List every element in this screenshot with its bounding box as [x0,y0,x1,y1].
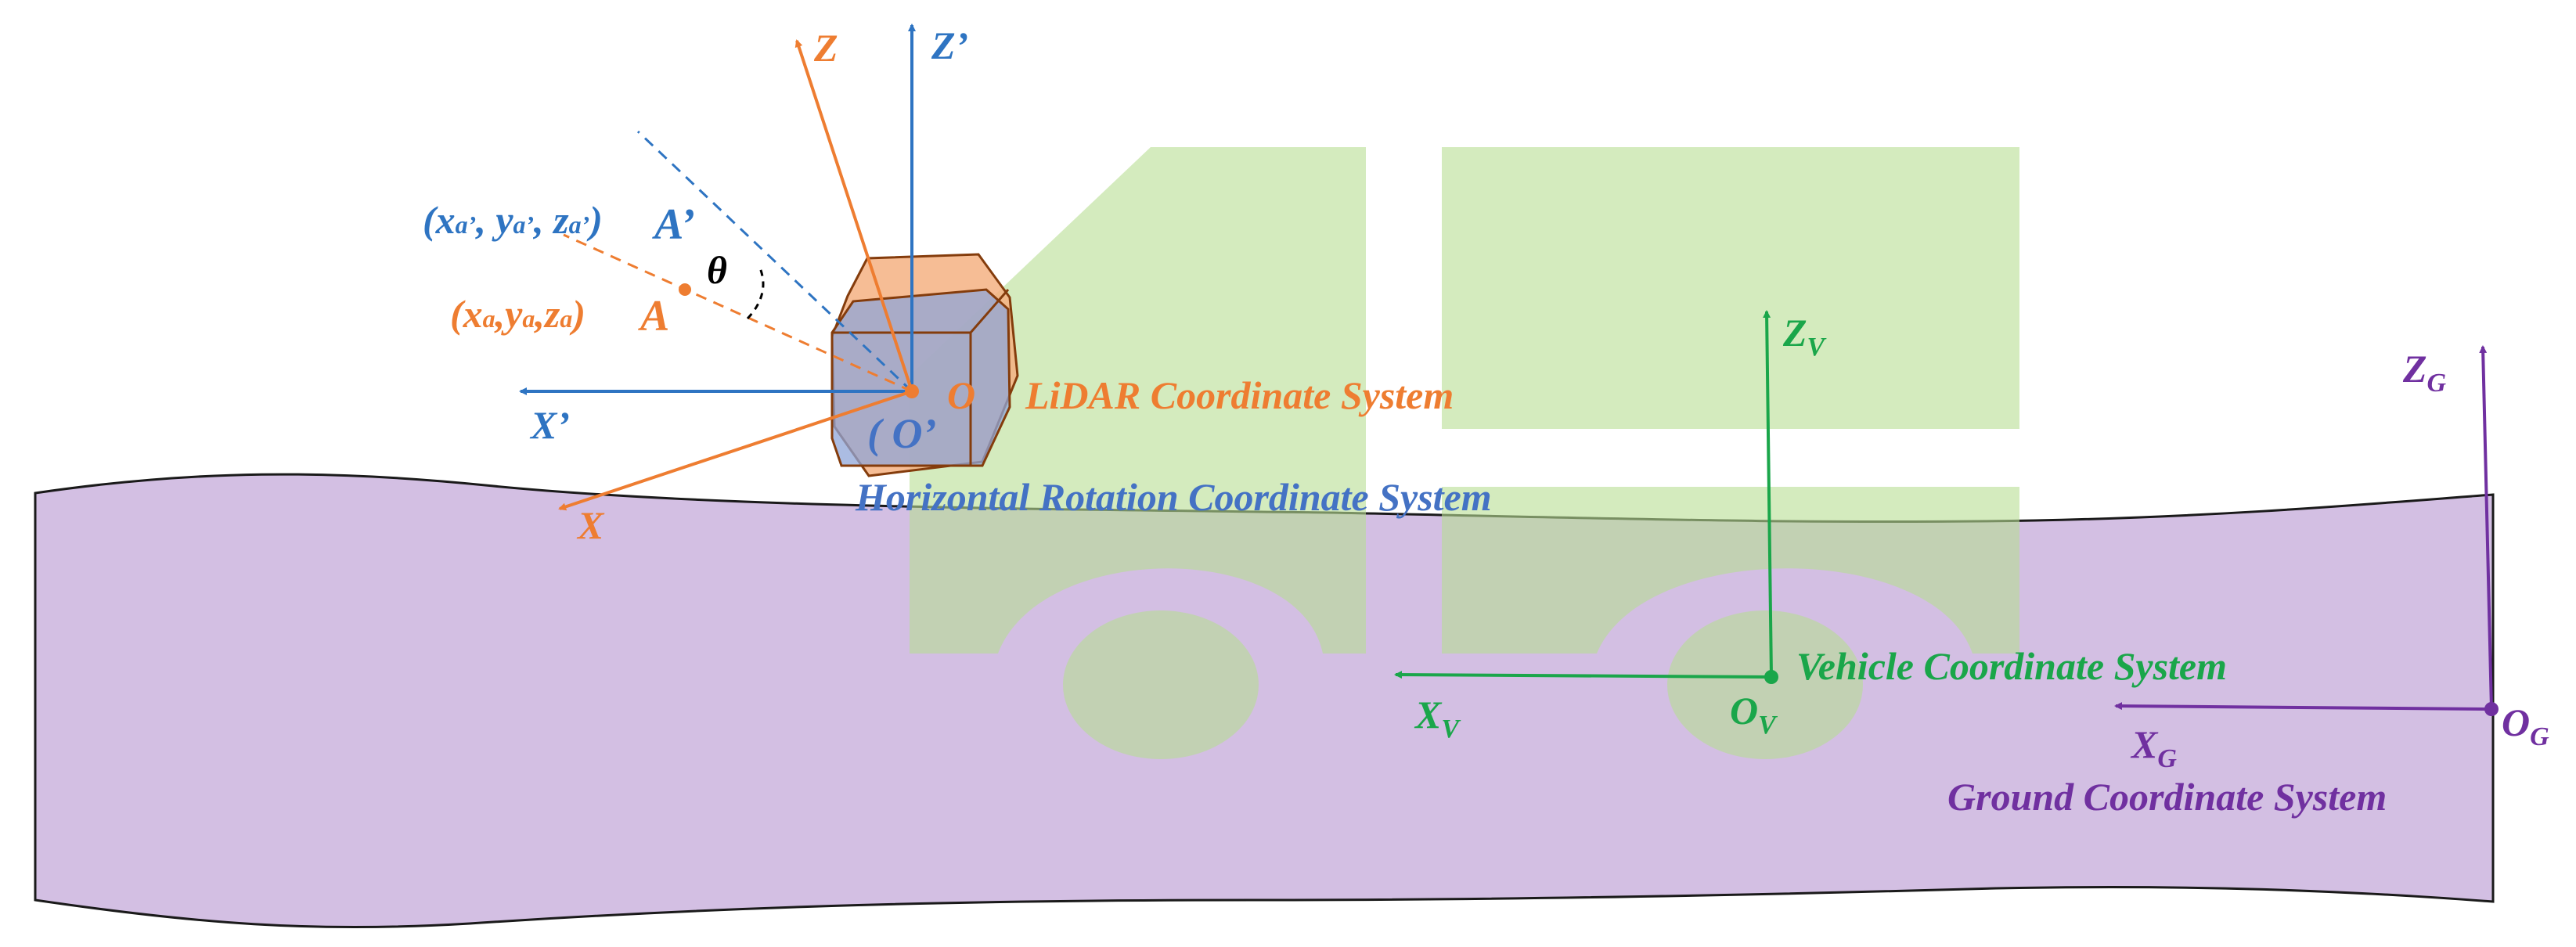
ground-origin-marker [2484,702,2499,716]
rotation-a-ray [636,130,913,393]
lidar-x-axis [558,390,913,511]
vehicle-window-panel [1442,147,2019,429]
point-a-coordinates: (xa,ya,za) [450,292,585,336]
ground-x-axis [2114,702,2492,711]
vehicle-silhouette [910,147,2019,759]
vehicle-origin-marker [1764,670,1778,684]
point-a-prime-label: A’ [652,200,695,249]
vehicle-front-wheel [1063,610,1259,759]
ground-origin-label: OG [2502,700,2549,751]
ground-system-label: Ground Coordinate System [1947,775,2387,819]
point-a-prime-coordinates: (xa’, ya’, za’) [423,198,603,242]
rotation-origin-label: ( O’ [867,410,936,457]
ground-z-label: ZG [2402,347,2447,398]
rotation-x-label: X’ [529,403,570,447]
ground-surface [34,473,2495,929]
theta-label: θ [707,248,727,292]
point-a-label: A [638,292,669,340]
lidar-system-label: LiDAR Coordinate System [1025,373,1454,417]
vehicle-x-axis [1394,671,1772,679]
vehicle-cab [910,147,1366,654]
lidar-sensor [830,253,1019,477]
rotation-z-label: Z’ [931,23,968,67]
lidar-origin-label: O [947,373,975,417]
theta-arc [746,265,765,320]
vehicle-rear-wheel [1667,610,1863,759]
vehicle-system-label: Vehicle Coordinate System [1796,644,2227,688]
rotation-system-label: Horizontal Rotation Coordinate System [855,475,1492,519]
ground-z-axis [2479,345,2493,710]
vehicle-x-label: XV [1414,693,1461,744]
vehicle-body [1442,487,2019,654]
lidar-origin-marker [905,384,919,398]
point-a-marker [679,283,691,296]
vehicle-origin-label: OV [1730,689,1778,740]
vehicle-z-label: ZV [1782,311,1827,362]
lidar-z-label: Z [813,26,838,70]
lidar-x-label: X [576,503,605,547]
vehicle-z-axis [1763,310,1773,678]
ground-x-label: XG [2130,722,2177,773]
lidar-z-axis [794,39,913,392]
lidar-a-ray [563,233,913,393]
